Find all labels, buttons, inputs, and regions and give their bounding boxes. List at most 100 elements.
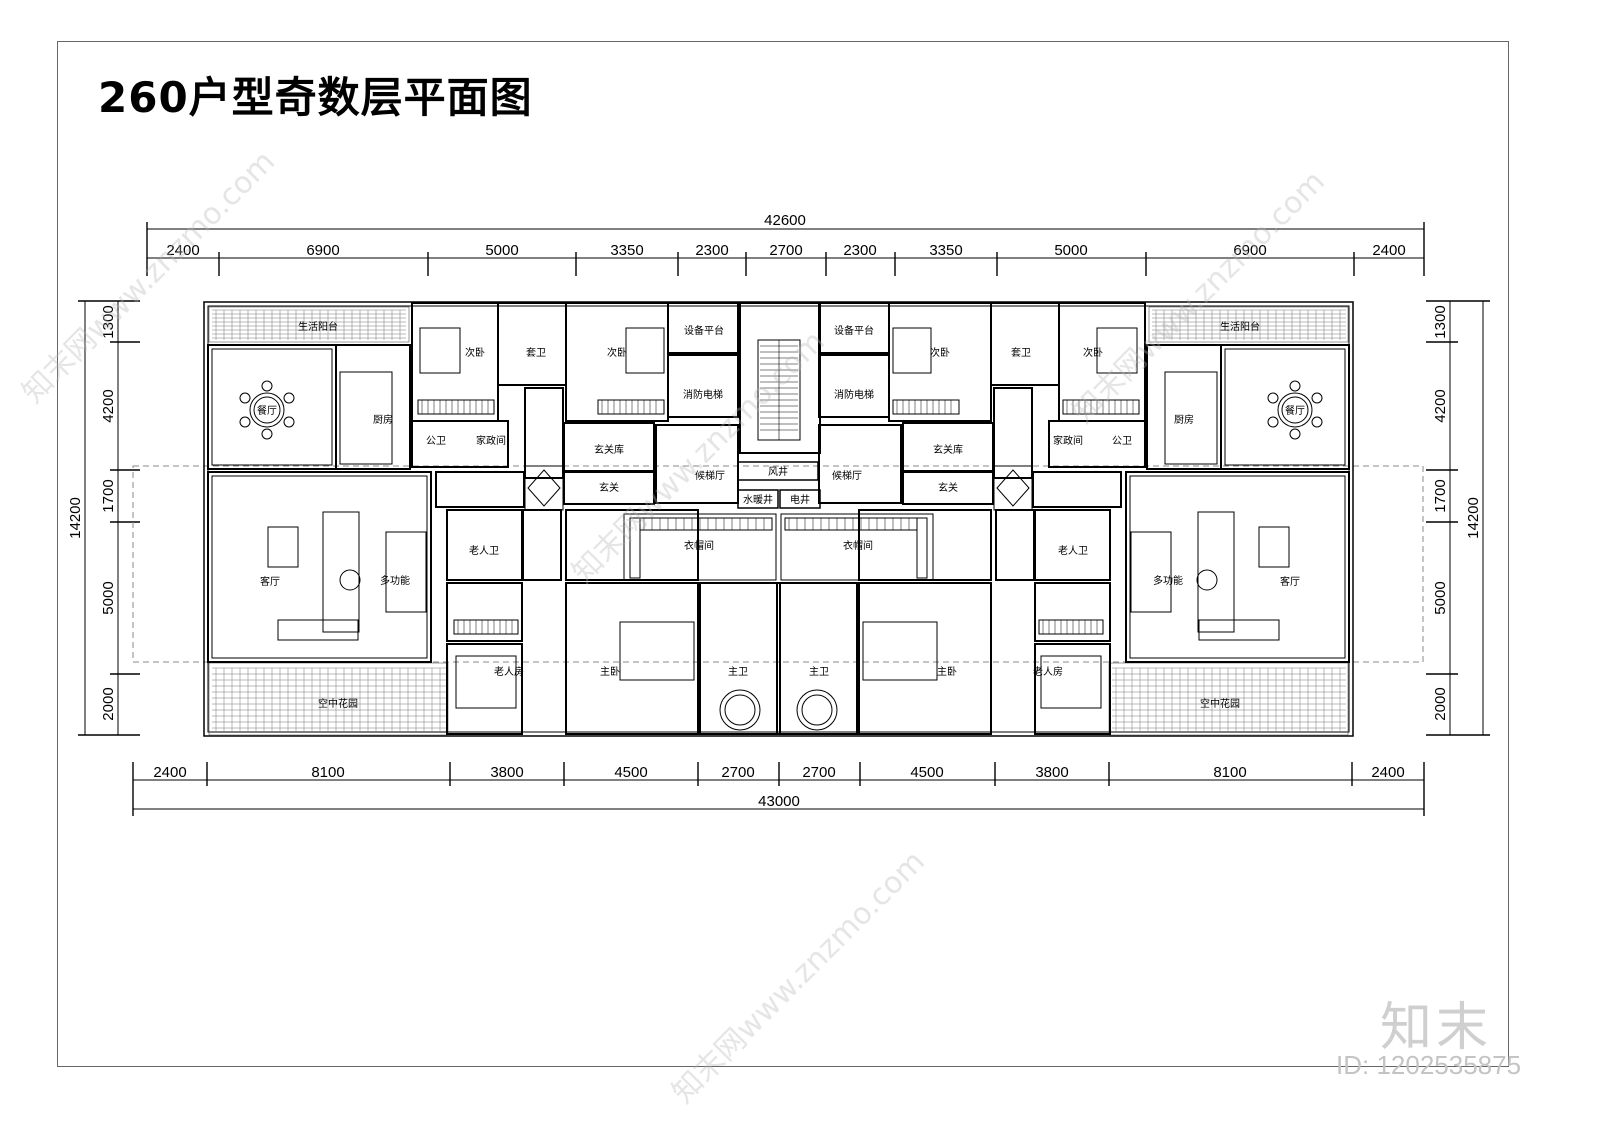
room-label: 多功能	[1153, 574, 1183, 587]
room-label: 客厅	[1280, 575, 1300, 588]
brand-logo: 知末	[1380, 998, 1493, 1058]
bottom-dimension-text: 43000 2400 8100 3800 4500 2700 2700 4500…	[153, 764, 1404, 810]
image-id: ID: 1202535875	[1336, 1050, 1522, 1080]
room-label: 次卧	[930, 346, 950, 359]
beds	[419, 327, 1138, 709]
top-dim-5: 2300	[695, 242, 728, 259]
lobby-diamonds	[524, 465, 1033, 511]
bottom-dim-3: 3800	[490, 764, 523, 781]
room-label: 厨房	[373, 413, 393, 426]
hatched-terraces	[208, 306, 1349, 736]
room-label: 次卧	[607, 346, 627, 359]
top-dimension-text: 42600 2400 6900 5000 3350 2300 2700 2300…	[166, 212, 1405, 259]
bottom-dim-6: 2700	[802, 764, 835, 781]
room-label: 候梯厅	[695, 469, 725, 482]
right-dim-3: 1700	[1432, 479, 1449, 512]
room-label: 设备平台	[834, 324, 874, 337]
top-overall-dim: 42600	[764, 212, 806, 229]
left-dim-5: 2000	[100, 687, 117, 720]
room-label: 玄关库	[933, 443, 963, 456]
room-label: 玄关	[938, 481, 958, 494]
top-dim-6: 2700	[769, 242, 802, 259]
left-dim-3: 1700	[100, 479, 117, 512]
top-dim-9: 5000	[1054, 242, 1087, 259]
room-label: 老人卫	[1058, 544, 1088, 557]
room-label: 主卫	[728, 666, 748, 678]
room-label: 老人房	[1033, 665, 1063, 678]
top-dim-10: 6900	[1233, 242, 1266, 259]
room-label: 主卧	[600, 665, 620, 678]
sofa-group-left	[267, 511, 427, 641]
right-dim-1: 1300	[1432, 305, 1449, 338]
bottom-dim-8: 3800	[1035, 764, 1068, 781]
room-label: 套卫	[526, 346, 546, 359]
top-dimension-lines	[146, 222, 1425, 276]
drawing-frame	[57, 41, 1509, 1067]
bottom-dim-7: 4500	[910, 764, 943, 781]
bottom-dim-1: 2400	[153, 764, 186, 781]
right-overall-dim: 14200	[1465, 497, 1482, 539]
room-label: 生活阳台	[298, 320, 338, 333]
room-label: 公卫	[1112, 436, 1132, 447]
room-label: 次卧	[1083, 346, 1103, 359]
room-label: 家政间	[1053, 434, 1083, 447]
right-dim-5: 2000	[1432, 687, 1449, 720]
right-dimension-lines	[1426, 300, 1490, 736]
bottom-dimension-lines	[132, 762, 1425, 816]
left-dim-4: 5000	[100, 581, 117, 614]
room-label: 餐厅	[1285, 404, 1305, 417]
stair-treads	[760, 340, 798, 440]
left-dim-1: 1300	[100, 305, 117, 338]
room-label: 生活阳台	[1220, 320, 1260, 333]
room-label: 套卫	[1011, 346, 1031, 359]
elec-shaft-label: 电井	[790, 493, 810, 506]
room-label: 公卫	[426, 436, 446, 447]
room-label: 衣帽间	[843, 539, 873, 552]
right-unit-walls	[776, 302, 1350, 735]
bottom-dim-5: 2700	[721, 764, 754, 781]
room-label: 候梯厅	[832, 469, 862, 482]
top-dim-4: 3350	[610, 242, 643, 259]
room-label: 多功能	[380, 574, 410, 587]
room-label: 玄关库	[594, 443, 624, 456]
room-label: 玄关	[599, 481, 619, 494]
core-labels: 风井 水暖井 电井	[743, 465, 810, 506]
building-outline	[203, 301, 1354, 737]
room-label: 餐厅	[257, 404, 277, 417]
water-shaft-label: 水暖井	[743, 493, 773, 506]
room-label: 老人卫	[469, 544, 499, 557]
left-dim-2: 4200	[100, 389, 117, 422]
top-dim-11: 2400	[1372, 242, 1405, 259]
top-dim-2: 6900	[306, 242, 339, 259]
bottom-overall-dim: 43000	[758, 793, 800, 810]
bottom-dim-4: 4500	[614, 764, 647, 781]
room-label: 客厅	[260, 575, 280, 588]
bottom-dim-2: 8100	[311, 764, 344, 781]
room-label: 家政间	[476, 434, 506, 447]
dining-table-right	[1267, 380, 1323, 440]
left-dimension-lines	[78, 300, 140, 736]
top-dim-7: 2300	[843, 242, 876, 259]
bottom-dim-10: 2400	[1371, 764, 1404, 781]
room-label: 设备平台	[684, 324, 724, 337]
top-dim-3: 5000	[485, 242, 518, 259]
bathtubs	[719, 689, 838, 731]
room-label: 次卧	[465, 346, 485, 359]
room-label: 主卧	[937, 665, 957, 678]
left-dimension-text: 14200 1300 4200 1700 5000 2000	[67, 305, 117, 720]
room-label: 衣帽间	[684, 539, 714, 552]
air-shaft-label: 风井	[768, 465, 788, 478]
room-label: 消防电梯	[683, 388, 723, 401]
room-label: 空中花园	[1200, 697, 1240, 710]
right-dimension-text: 14200 1300 4200 1700 5000 2000	[1432, 305, 1482, 720]
room-label: 厨房	[1174, 413, 1194, 426]
room-labels-right: 生活阳台 餐厅 厨房 客厅 多功能 空中花园 次卧 套卫 次卧 公卫 家政间 玄…	[809, 320, 1305, 710]
top-dim-1: 2400	[166, 242, 199, 259]
room-labels-left: 生活阳台 餐厅 厨房 客厅 多功能 空中花园 次卧 套卫 次卧 公卫 家政间 玄…	[257, 320, 748, 710]
bottom-dim-9: 8100	[1213, 764, 1246, 781]
page-title: 260户型奇数层平面图	[98, 73, 533, 122]
right-dim-4: 5000	[1432, 581, 1449, 614]
dining-table-left	[239, 380, 295, 440]
room-label: 老人房	[494, 665, 524, 678]
